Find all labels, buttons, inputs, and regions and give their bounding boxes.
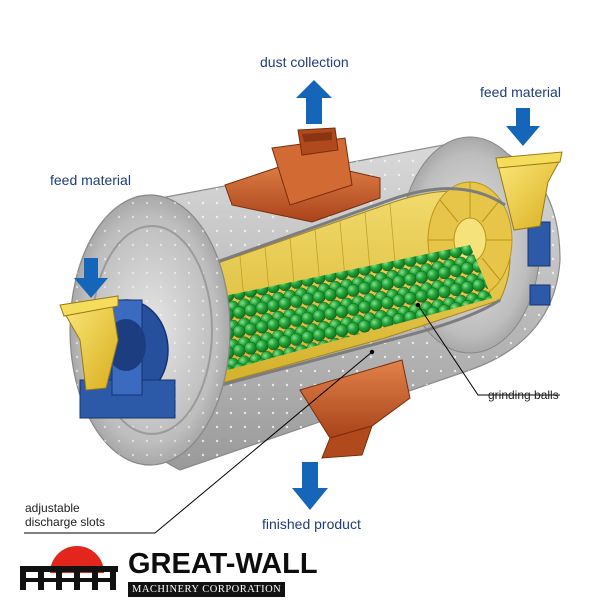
grinding-ball <box>380 296 394 310</box>
grinding-ball <box>426 287 440 301</box>
label-grinding-balls: grinding balls <box>488 388 559 402</box>
grinding-ball <box>323 288 337 302</box>
grinding-ball <box>403 272 417 286</box>
arrow-feed-material-right-down <box>506 108 540 146</box>
grinding-ball <box>301 330 314 344</box>
grinding-ball <box>346 321 360 335</box>
grinding-ball <box>380 277 394 291</box>
discharge-hopper <box>299 359 411 459</box>
grinding-ball <box>437 266 451 280</box>
grinding-ball <box>358 319 371 333</box>
grinding-ball <box>244 322 258 336</box>
grinding-ball <box>392 275 406 288</box>
grinding-ball <box>415 289 428 303</box>
grinding-ball <box>403 291 417 305</box>
grinding-ball <box>335 324 349 337</box>
logo-brand: GREAT-WALL <box>128 548 318 580</box>
grinding-ball <box>255 301 269 315</box>
grinding-ball <box>369 298 383 312</box>
grinding-ball <box>244 303 258 317</box>
grinding-ball <box>426 268 440 282</box>
grinding-ball <box>289 294 303 308</box>
right-bearing-assembly <box>527 221 551 306</box>
grinding-ball <box>437 285 451 299</box>
grinding-ball <box>289 332 303 346</box>
label-adjustable: adjustable <box>25 501 80 515</box>
grinding-ball <box>460 280 474 294</box>
grinding-ball <box>346 283 360 297</box>
label-discharge-slots: discharge slots <box>25 515 106 529</box>
grinding-ball <box>266 318 280 332</box>
leader-line-discharge-slots <box>24 349 375 534</box>
grinding-ball <box>460 261 474 275</box>
grinding-ball <box>232 324 246 338</box>
arrow-dust-collection-up <box>296 80 332 124</box>
grinding-ball <box>472 278 485 292</box>
grinding-ball <box>369 317 383 331</box>
grinding-ball <box>312 290 326 304</box>
grinding-ball <box>323 307 337 321</box>
grinding-ball <box>266 337 280 351</box>
grinding-ball <box>232 305 246 319</box>
label-feed-material-right: feed material <box>480 84 561 100</box>
great-wall-logo-icon <box>20 546 118 590</box>
logo-subtitle: MACHINERY CORPORATION <box>128 582 286 597</box>
arrow-feed-material-left-down <box>74 258 108 298</box>
grinding-ball <box>358 281 371 295</box>
grinding-ball <box>301 311 314 325</box>
grinding-ball <box>346 302 360 316</box>
arrow-finished-product-down <box>292 462 328 510</box>
grinding-ball <box>335 305 349 318</box>
leader-line-grinding-balls <box>415 302 560 396</box>
grinding-ball <box>449 283 463 296</box>
grinding-ball <box>335 286 349 299</box>
right-feed-chute <box>495 151 563 231</box>
grinding-ball <box>255 320 269 334</box>
grinding-ball <box>278 335 292 348</box>
label-feed-material-left: feed material <box>50 172 131 188</box>
dust-collection-hood <box>224 127 381 223</box>
grinding-ball <box>278 297 292 310</box>
grinding-ball <box>301 292 314 306</box>
label-finished-product: finished product <box>262 516 361 532</box>
grinding-ball <box>369 279 383 293</box>
grinding-ball <box>289 313 303 327</box>
grinding-ball <box>415 270 428 284</box>
grinding-ball <box>255 339 269 353</box>
left-feed-chute <box>59 295 119 391</box>
grinding-ball <box>312 328 326 342</box>
grinding-ball <box>266 299 280 313</box>
grinding-ball <box>323 326 337 340</box>
grinding-ball <box>278 316 292 329</box>
grinding-ball <box>358 300 371 314</box>
grinding-ball <box>449 264 463 277</box>
grinding-ball <box>244 341 258 355</box>
grinding-ball <box>232 343 246 357</box>
company-logo: GREAT-WALL MACHINERY CORPORATION <box>128 549 318 597</box>
label-dust-collection: dust collection <box>260 54 349 70</box>
grinding-ball <box>312 309 326 323</box>
grinding-ball <box>392 294 406 307</box>
